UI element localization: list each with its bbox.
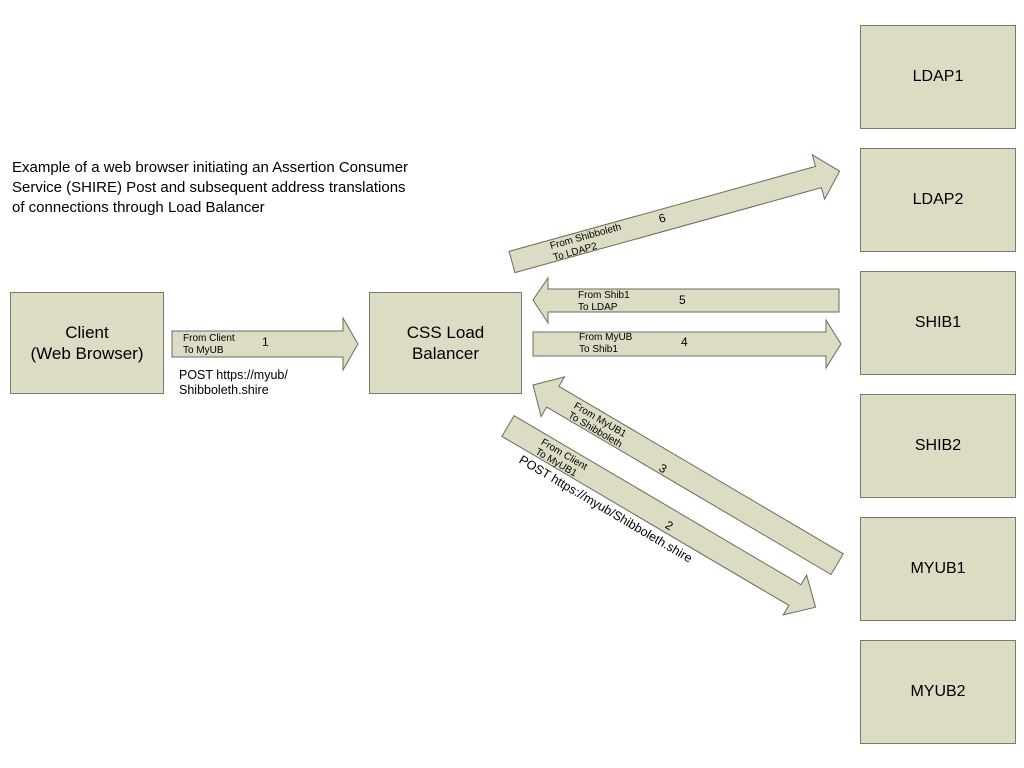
flow-4-label-line2: To Shib1 bbox=[579, 344, 618, 355]
flow-arrow-5: From Shib1 To LDAP 5 bbox=[532, 276, 840, 325]
flow-5-number: 5 bbox=[679, 293, 686, 307]
server-shib1: SHIB1 bbox=[860, 271, 1016, 375]
flow-1-label-line2: To MyUB bbox=[183, 345, 224, 356]
server-ldap2-label: LDAP2 bbox=[912, 191, 964, 208]
flow-5-label-line1: From Shib1 bbox=[578, 290, 630, 301]
server-ldap1-label: LDAP1 bbox=[912, 68, 964, 85]
flow-arrow-1: From Client To MyUB 1 bbox=[171, 316, 359, 372]
server-shib1-label: SHIB1 bbox=[914, 314, 962, 331]
load-balancer-node: CSS Load Balancer bbox=[369, 292, 522, 394]
server-myub1: MYUB1 bbox=[860, 517, 1016, 621]
server-myub2: MYUB2 bbox=[860, 640, 1016, 744]
server-shib2: SHIB2 bbox=[860, 394, 1016, 498]
flow-1-post-line1: POST https://myub/ bbox=[179, 368, 288, 382]
server-myub2-label: MYUB2 bbox=[910, 683, 966, 700]
flow-1-post-label: POST https://myub/ Shibboleth.shire bbox=[179, 368, 288, 398]
server-shib2-label: SHIB2 bbox=[914, 437, 962, 454]
client-label-line2: (Web Browser) bbox=[30, 344, 144, 363]
flow-1-post-line2: Shibboleth.shire bbox=[179, 383, 269, 397]
server-myub1-label: MYUB1 bbox=[910, 560, 966, 577]
flow-4-number: 4 bbox=[681, 335, 688, 349]
server-ldap1: LDAP1 bbox=[860, 25, 1016, 129]
lb-label-line1: CSS Load bbox=[406, 323, 485, 342]
server-ldap2: LDAP2 bbox=[860, 148, 1016, 252]
flow-1-number: 1 bbox=[262, 335, 269, 349]
flow-5-label-line2: To LDAP bbox=[578, 302, 618, 313]
flow-arrow-4: From MyUB To Shib1 4 bbox=[532, 318, 842, 370]
flow-6-number: 6 bbox=[657, 211, 667, 226]
client-node: Client (Web Browser) bbox=[10, 292, 164, 394]
diagram-description: Example of a web browser initiating an A… bbox=[12, 159, 409, 216]
lb-label-line2: Balancer bbox=[411, 344, 480, 363]
client-label-line1: Client bbox=[65, 323, 109, 342]
flow-1-label-line1: From Client bbox=[183, 333, 235, 344]
flow-4-label-line1: From MyUB bbox=[579, 332, 633, 343]
flow-arrow-6: From Shibboleth To LDAP2 6 bbox=[508, 153, 841, 274]
